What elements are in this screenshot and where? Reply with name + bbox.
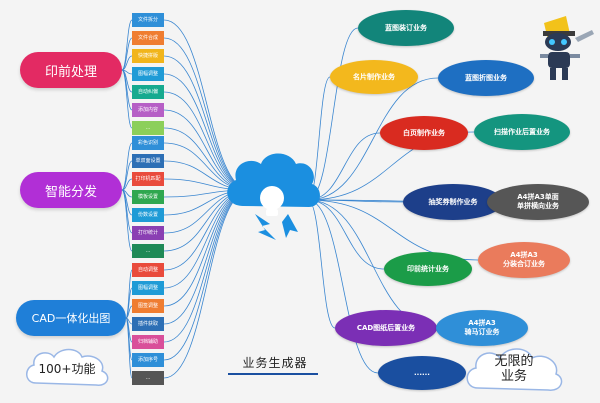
- feature-item: 自动调整: [132, 263, 164, 277]
- connector-line: [121, 178, 133, 191]
- hub-cloud-icon: [227, 153, 320, 240]
- connector-line: [307, 77, 439, 201]
- service-bubble: 抽奖券制作业务: [403, 184, 503, 220]
- feature-item: 文件拆分: [132, 13, 164, 27]
- feature-item: 彩色识别: [132, 136, 164, 150]
- service-bubble: A4拼A3 骑马订业务: [436, 310, 528, 346]
- connector-line: [121, 19, 133, 71]
- generator-label: 业务生成器: [242, 356, 308, 370]
- feature-item: ...: [132, 371, 164, 385]
- feature-item: 插件获取: [132, 317, 164, 331]
- service-bubble: ......: [378, 356, 466, 390]
- connector-line: [163, 189, 251, 379]
- feature-item: 打印机匹配: [132, 172, 164, 186]
- feature-item: 图幅调整: [132, 281, 164, 295]
- connector-line: [163, 189, 251, 325]
- feature-item: 图幅调整: [132, 67, 164, 81]
- connector-line: [121, 37, 133, 71]
- feature-item: 自动纠偏: [132, 85, 164, 99]
- connector-line: [307, 199, 336, 329]
- category-smart-dispatch: 智能分发: [20, 172, 122, 208]
- connector-line: [121, 69, 133, 111]
- category-pre-press: 印前处理: [20, 52, 122, 88]
- connector-line: [121, 189, 133, 252]
- functions-cloud-shape: [26, 348, 109, 386]
- unlimited-label: 无限的 业务: [494, 354, 534, 384]
- feature-item: 添加序号: [132, 353, 164, 367]
- functions-label: 100+功能: [38, 361, 96, 376]
- connector-line: [125, 287, 133, 319]
- connector-line: [121, 160, 133, 191]
- service-bubble: 印前统计业务: [384, 252, 472, 286]
- unlimited-cloud-shape: [466, 348, 563, 391]
- service-bubble: 白页制作业务: [380, 116, 468, 150]
- connector-line: [121, 142, 133, 191]
- connector-line: [163, 189, 251, 361]
- service-bubble: A4拼A3单面 单拼横向业务: [487, 184, 589, 220]
- feature-item: 模板设置: [132, 190, 164, 204]
- service-bubble: 扫描作业后置业务: [474, 114, 570, 150]
- service-bubble: CAD图纸后置业务: [335, 310, 437, 346]
- feature-item: 文件合成: [132, 31, 164, 45]
- service-bubble: 蓝图折图业务: [438, 60, 534, 96]
- feature-item: 单双面设置: [132, 154, 164, 168]
- connector-line: [163, 189, 251, 307]
- connector-line: [121, 69, 133, 129]
- feature-item: 归档辅助: [132, 335, 164, 349]
- connector-line: [125, 305, 133, 319]
- feature-item: 份数设置: [132, 208, 164, 222]
- service-bubble: 蓝图装订业务: [358, 10, 454, 46]
- feature-item: 添加内容: [132, 103, 164, 117]
- category-cad: CAD一体化出图: [16, 300, 126, 336]
- connector-line: [125, 317, 133, 379]
- connector-line: [121, 55, 133, 71]
- robot-icon: [540, 16, 594, 80]
- feature-item: ...: [132, 244, 164, 258]
- connector-line: [307, 199, 379, 374]
- feature-item: 图签调整: [132, 299, 164, 313]
- feature-item: ...: [132, 121, 164, 135]
- feature-item: 快捷拼版: [132, 49, 164, 63]
- feature-item: 打印统计: [132, 226, 164, 240]
- connector-line: [163, 19, 251, 191]
- service-bubble: A4拼A3 分装合订业务: [478, 242, 570, 278]
- service-bubble: 名片制作业务: [330, 60, 418, 94]
- connector-line: [307, 199, 385, 270]
